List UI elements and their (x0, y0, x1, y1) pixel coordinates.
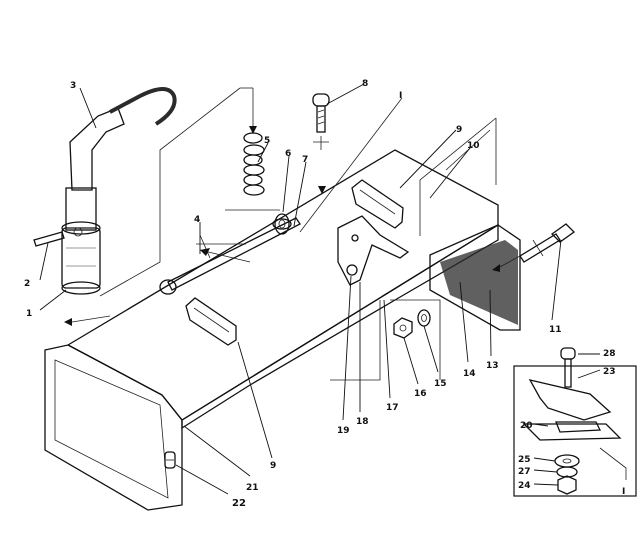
end-knob (164, 451, 176, 469)
callout-6: 6 (285, 149, 291, 159)
shelf-body (44, 149, 521, 511)
callout-24: 24 (518, 481, 531, 491)
callout-28: 28 (603, 349, 616, 359)
tube-hook-assembly (61, 87, 177, 295)
assembly-guide-lines (64, 87, 497, 381)
leader-lines (39, 83, 562, 495)
callout-2: 2 (24, 279, 30, 289)
callout-23: 23 (603, 367, 616, 377)
callout-labels: 3 2 1 4 5 6 7 8 I 9 10 11 13 14 15 16 17… (24, 79, 625, 509)
callout-15: 15 (434, 379, 447, 389)
right-bracket (429, 224, 521, 331)
nut-part-16 (393, 317, 413, 339)
callout-27: 27 (518, 467, 531, 477)
detail-inset (513, 347, 637, 497)
roman-mark-top: I (399, 91, 402, 101)
shelf-end-panel (44, 344, 183, 511)
washer-part-15 (417, 309, 431, 327)
callout-3: 3 (70, 81, 76, 91)
callout-4: 4 (194, 215, 200, 225)
reference-frame-tube (99, 87, 241, 297)
callout-5: 5 (264, 136, 270, 146)
mount-plate (337, 215, 410, 286)
shelf-end-face (54, 359, 169, 499)
top-handle-front (185, 297, 237, 346)
top-handle-rear (351, 179, 404, 229)
callout-16: 16 (414, 389, 427, 399)
roman-mark-inset: I (622, 487, 625, 497)
callout-19: 19 (337, 426, 350, 436)
callout-21: 21 (246, 483, 259, 493)
callout-9-top: 9 (456, 125, 462, 135)
callout-7: 7 (302, 155, 308, 165)
callout-20: 20 (520, 421, 533, 431)
pin-part-2 (33, 231, 65, 247)
callout-8: 8 (362, 79, 368, 89)
callout-13: 13 (486, 361, 499, 371)
right-bracket-dark (440, 240, 518, 325)
callout-10: 10 (467, 141, 480, 151)
callout-17: 17 (386, 403, 399, 413)
callout-25: 25 (518, 455, 531, 465)
bolt-part-8 (312, 93, 330, 150)
bolt-part-11 (492, 223, 576, 272)
callout-1: 1 (26, 309, 32, 319)
callout-22: 22 (232, 498, 246, 509)
washer-part-7 (274, 213, 290, 235)
shelf-front-side (181, 223, 499, 430)
callout-14: 14 (463, 369, 476, 379)
callout-11: 11 (549, 325, 562, 335)
washer-stack (243, 88, 265, 196)
callout-9-bottom: 9 (270, 461, 276, 471)
callout-18: 18 (356, 417, 369, 427)
